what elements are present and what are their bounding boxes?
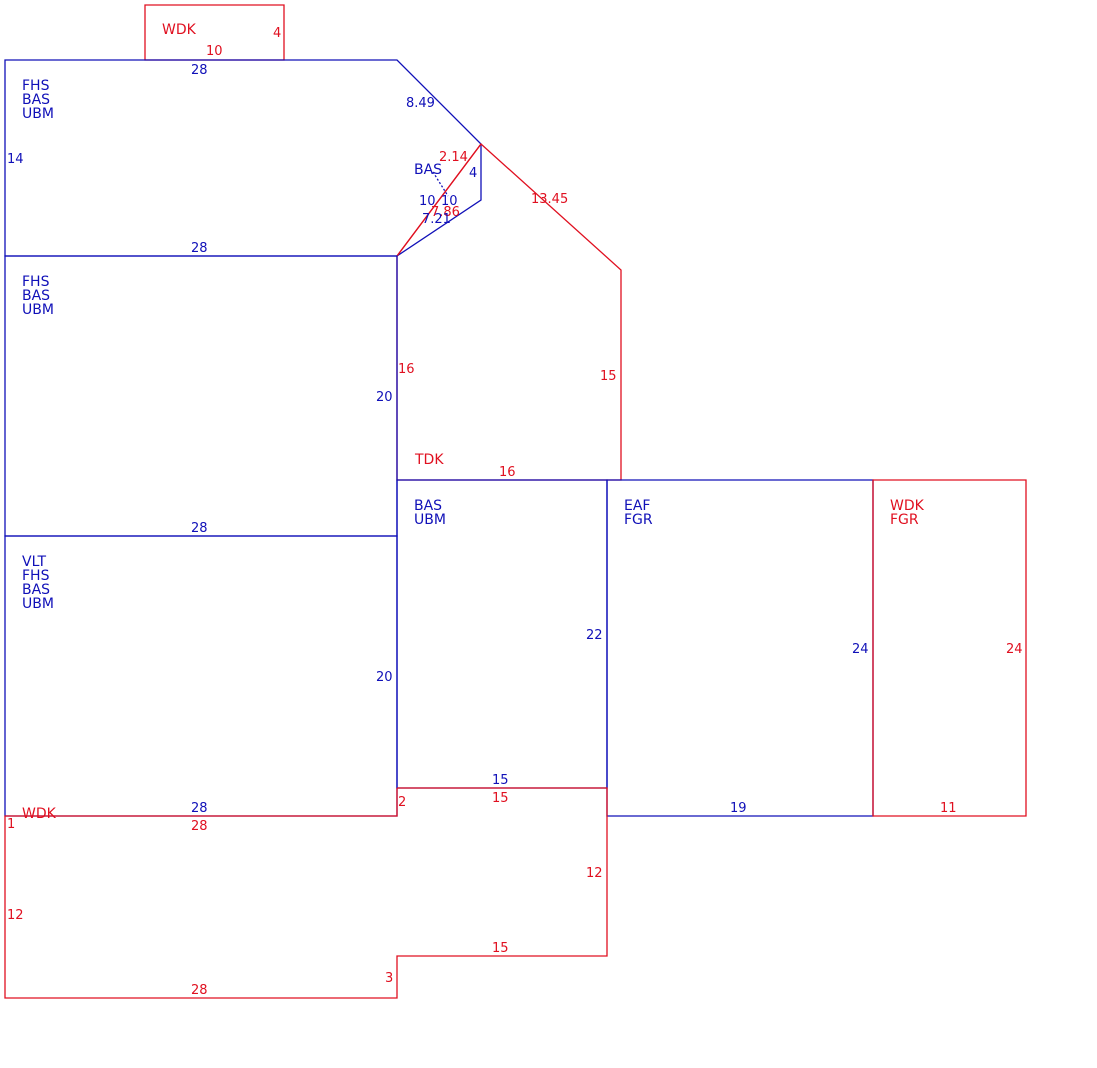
dimension-label: 15 [600,369,617,384]
dimension-label: 15 [492,791,509,806]
dimension-labels: 10 4 28 8.49 14 28 2.14 4 10 10 7.86 7.2… [7,26,1023,998]
dimension-label: 15 [492,941,509,956]
dimension-label: 20 [376,390,393,405]
dimension-label: 2.14 [439,150,468,165]
dimension-label: 15 [492,773,509,788]
dimension-label: 28 [191,63,208,78]
dimension-label: 24 [1006,642,1023,657]
dimension-label: 28 [191,983,208,998]
dimension-label: 1 [7,817,15,832]
dimension-label: 7.21 [422,212,451,227]
dimension-label: 20 [376,670,393,685]
dimension-label: 14 [7,152,24,167]
dimension-label: 12 [586,866,603,881]
wdk-bottom-outline[interactable] [4,787,608,999]
dimension-label: 16 [499,465,516,480]
area-label: FHS BAS UBM [22,78,55,122]
dimension-label: 16 [398,362,415,377]
dimension-label: 12 [7,908,24,923]
dimension-label: 13.45 [531,192,568,207]
dimension-label: 8.49 [406,96,435,111]
bas-tri-red-diagonal [396,143,482,257]
area-label: BAS [414,162,442,178]
dimension-label: 3 [385,971,393,986]
dimension-label: 22 [586,628,603,643]
area-label: WDK FGR [890,498,928,528]
dimension-label: 28 [191,819,208,834]
upper-left-outline[interactable] [4,59,482,257]
dimension-label: 7.86 [431,205,460,220]
area-label: VLT FHS BAS UBM [22,554,55,612]
area-label: WDK [22,806,57,822]
dimension-label: 4 [469,166,477,181]
dimension-label: 11 [940,801,957,816]
dimension-label: 28 [191,521,208,536]
area-label: TDK [414,452,444,468]
dimension-label: 2 [398,795,406,810]
dimension-label: 4 [273,26,281,41]
dimension-label: 24 [852,642,869,657]
dimension-label: 10 [419,194,436,209]
area-label: FHS BAS UBM [22,274,55,318]
area-label: WDK [162,22,197,38]
eaf-fgr-outline[interactable] [606,479,874,817]
dimension-label: 10 [441,194,458,209]
outlines [4,4,1027,999]
area-label: BAS UBM [414,498,447,528]
dimension-label: 10 [206,44,223,59]
bas-tri-dotted-line [432,171,449,197]
dimension-label: 28 [191,241,208,256]
lower-left-outline[interactable] [4,535,398,817]
area-label: EAF FGR [624,498,655,528]
dimension-label: 28 [191,801,208,816]
wdk-fgr-outline[interactable] [872,479,1027,817]
middle-left-outline[interactable] [4,255,398,537]
dimension-label: 19 [730,801,747,816]
area-labels: WDK FHS BAS UBM BAS FHS BAS UBM TDK VLT … [22,22,928,822]
